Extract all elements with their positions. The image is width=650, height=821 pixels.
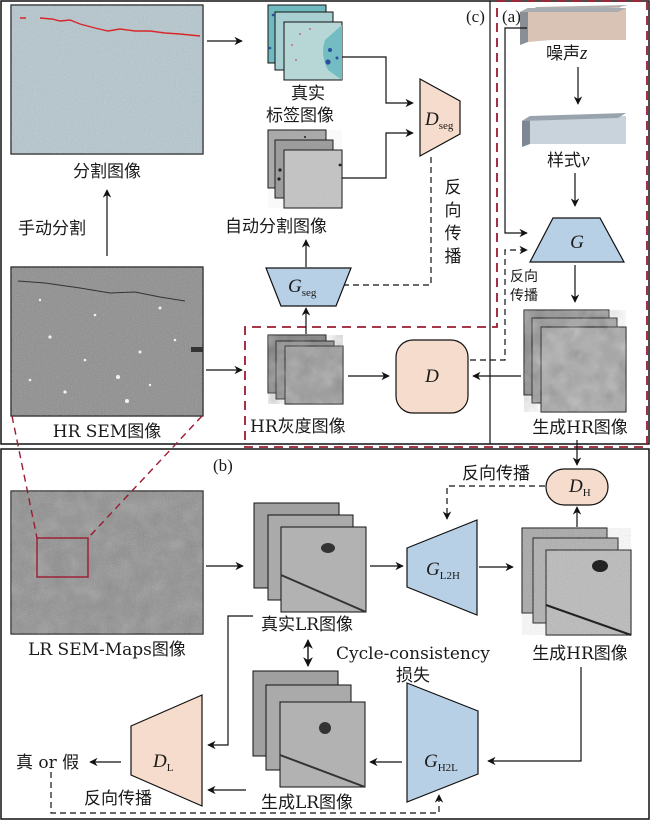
svg-text:Gseg: Gseg <box>288 276 317 299</box>
b-generated-hr-stack <box>521 527 632 636</box>
a-generated-hr-stack <box>523 309 627 413</box>
panel-tag-a: (a) <box>502 7 521 26</box>
hr-gray-image-stack <box>267 334 344 405</box>
real-or-fake-label: 真 or 假 <box>16 753 79 773</box>
d-h-main: D <box>568 476 583 497</box>
panel-b-frame <box>0 448 650 820</box>
dh-backprop-path <box>442 485 545 520</box>
real-label-line2: 标签图像 <box>266 106 334 126</box>
arrow-autoseg-to-dseg <box>342 128 414 179</box>
generated-lr-image-stack <box>252 670 366 788</box>
svg-text:向: 向 <box>445 201 462 221</box>
cycle-loss-label: 损失 <box>396 666 430 686</box>
d-l-main: D <box>152 751 167 772</box>
zoom-guide-right <box>87 415 203 539</box>
zoom-region-box <box>36 537 89 578</box>
a-backprop-line2: 传播 <box>510 288 538 304</box>
svg-text:Dseg: Dseg <box>424 109 454 132</box>
lr-sem-maps-image <box>10 490 204 635</box>
svg-text:传: 传 <box>445 224 462 244</box>
g-l2h-sub: L2H <box>440 570 460 582</box>
d-seg-discriminator: Dseg <box>419 77 461 158</box>
zoom-guide-left <box>11 415 38 539</box>
auto-seg-image-label: 自动分割图像 <box>225 217 327 237</box>
b-backprop-top-label: 反向传播 <box>462 464 530 484</box>
hr-gray-image-label: HR灰度图像 <box>250 417 346 437</box>
hr-sem-image <box>10 266 204 417</box>
style-block <box>522 113 626 147</box>
panel-tag-b: (b) <box>213 456 233 475</box>
arrow-reallr-to-dl <box>207 615 253 750</box>
panel-tag-c: (c) <box>466 7 485 26</box>
d-backprop-path <box>470 245 528 361</box>
segmented-image-label: 分割图像 <box>73 162 141 182</box>
noise-bypass-arrow <box>504 27 528 238</box>
generated-lr-label: 生成LR图像 <box>261 793 353 813</box>
g-generator: G <box>529 217 626 263</box>
real-lr-label: 真实LR图像 <box>261 615 353 635</box>
d-seg-sub: seg <box>439 120 454 132</box>
dl-backprop-path <box>50 772 444 814</box>
dseg-backprop-path <box>319 157 432 290</box>
d-l-sub: L <box>167 762 174 774</box>
segmented-image <box>10 4 204 155</box>
real-label-image-stack <box>267 4 343 81</box>
cycle-consistency-label: Cycle-consistency <box>336 644 490 664</box>
g-l2h-generator: GL2H <box>406 519 478 616</box>
g-seg-generator: Gseg <box>265 267 352 307</box>
d-discriminator: D <box>395 339 469 414</box>
auto-seg-image-stack <box>267 129 343 209</box>
d-h-sub: H <box>583 487 591 499</box>
svg-text:播: 播 <box>445 247 462 267</box>
g-l2h-main: G <box>426 559 440 580</box>
g-main: G <box>570 232 584 253</box>
arrow-genhr-to-gh2l <box>487 667 582 766</box>
svg-text:反: 反 <box>445 178 462 198</box>
a-generated-hr-label: 生成HR图像 <box>532 418 628 438</box>
svg-text:DL: DL <box>152 751 174 774</box>
a-backprop-line1: 反向 <box>510 269 538 285</box>
svg-text:DH: DH <box>568 476 591 499</box>
d-l-discriminator: DL <box>130 694 203 807</box>
hr-sem-image-label: HR SEM图像 <box>53 422 162 442</box>
manual-segmentation-label: 手动分割 <box>18 219 86 239</box>
top-frame <box>0 0 650 445</box>
g-h2l-sub: H2L <box>438 762 458 774</box>
d-h-discriminator: DH <box>545 468 609 506</box>
g-seg-main: G <box>288 276 302 297</box>
panel-a-dashed-box <box>244 0 648 448</box>
g-h2l-generator: GH2L <box>406 682 479 803</box>
noise-label: 噪声z <box>546 43 588 64</box>
real-lr-image-stack <box>253 502 367 613</box>
noise-block <box>520 5 628 45</box>
b-generated-hr-label: 生成HR图像 <box>532 644 628 664</box>
svg-text:GL2H: GL2H <box>426 559 460 582</box>
g-seg-sub: seg <box>302 287 317 299</box>
g-h2l-main: G <box>424 751 438 772</box>
svg-text:GH2L: GH2L <box>424 751 458 774</box>
dseg-backprop-label: 反 向 传 播 <box>445 178 462 267</box>
arrow-labels-to-dseg <box>342 56 414 108</box>
real-label-line1: 真实 <box>291 84 325 104</box>
d-main: D <box>424 366 439 387</box>
style-label: 样式v <box>547 150 590 171</box>
lr-sem-maps-label: LR SEM-Maps图像 <box>28 640 186 660</box>
b-backprop-bottom-label: 反向传播 <box>84 789 152 809</box>
d-seg-main: D <box>424 109 439 130</box>
